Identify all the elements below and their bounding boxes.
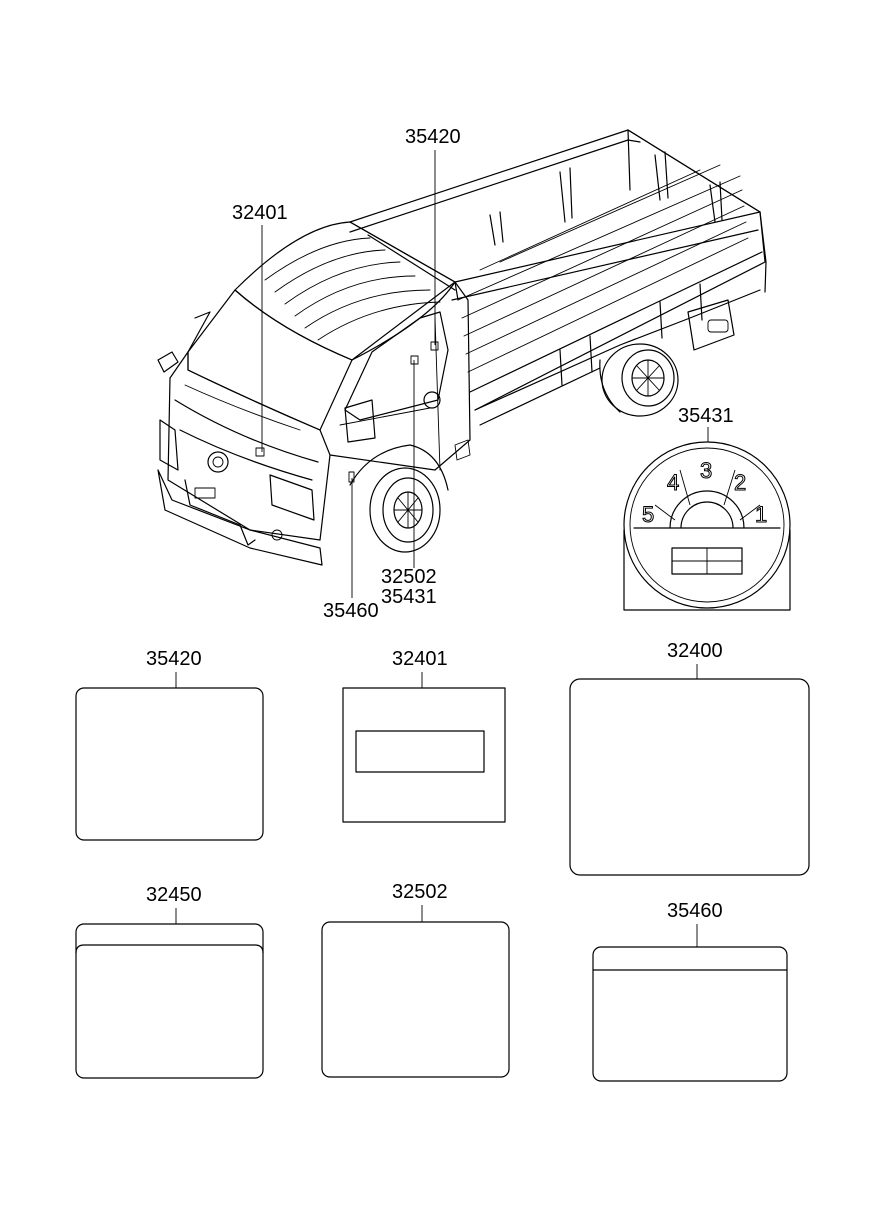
label-35420-number: 35420 <box>146 648 202 670</box>
callout-35431-top: 35431 <box>678 405 734 427</box>
callout-32401-top: 32401 <box>232 202 288 224</box>
label-35460-outline <box>592 946 788 1082</box>
label-32502-number: 32502 <box>392 881 448 903</box>
label-32450-header-line <box>75 944 264 954</box>
label-35420-outline <box>75 687 264 841</box>
gear-number-3: 3 <box>700 458 712 483</box>
gear-pattern-label <box>623 441 791 611</box>
callout-32502-wheel: 32502 <box>381 566 437 588</box>
label-32450-number: 32450 <box>146 884 202 906</box>
gear-number-1: 1 <box>755 502 767 527</box>
gear-number-4: 4 <box>667 470 679 495</box>
label-32401-inner-box <box>355 730 485 773</box>
label-32502-outline <box>321 921 510 1078</box>
leader-lines <box>261 150 709 598</box>
label-32450-outline <box>75 923 264 1079</box>
truck-illustration <box>157 129 767 566</box>
callout-35460-bottom: 35460 <box>323 600 379 622</box>
callout-35420-top: 35420 <box>405 126 461 148</box>
label-32401-outline <box>342 687 506 823</box>
label-32401-number: 32401 <box>392 648 448 670</box>
label-35460-number: 35460 <box>667 900 723 922</box>
callout-35431-wheel: 35431 <box>381 586 437 608</box>
gear-number-5: 5 <box>642 502 654 527</box>
label-32400-outline <box>569 678 810 876</box>
label-32400-number: 32400 <box>667 640 723 662</box>
gear-number-2: 2 <box>734 470 746 495</box>
